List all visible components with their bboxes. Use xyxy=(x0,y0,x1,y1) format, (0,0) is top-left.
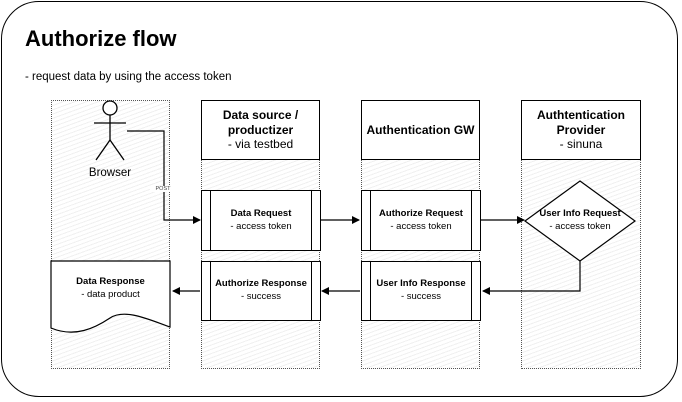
lane-title: Authentication GW xyxy=(366,122,475,137)
lane-title-line2: productizer xyxy=(227,122,294,137)
node-detail: - success xyxy=(240,291,282,302)
user-info-request-label: User Info Request - access token xyxy=(530,208,630,234)
lane-title-line1: Authtentication xyxy=(537,108,625,123)
lane-detail: - sinuna xyxy=(559,137,603,152)
data-request-box: Data Request - access token xyxy=(201,190,321,251)
node-detail: - access token xyxy=(230,220,292,232)
authorize-request-box: Authorize Request - access token xyxy=(361,190,481,251)
node-detail: - access token xyxy=(549,220,611,232)
diagram-title: Authorize flow xyxy=(25,26,177,51)
data-response-label: Data Response - data product xyxy=(51,276,170,302)
node-title: User Info Response xyxy=(376,278,466,290)
lane-header-auth-provider: Authtentication Provider - sinuna xyxy=(521,100,641,160)
lane-header-auth-gw: Authentication GW xyxy=(361,100,480,160)
node-detail: - access token xyxy=(390,220,452,232)
user-info-request-diamond xyxy=(523,180,637,262)
lane-title-line2: Provider xyxy=(556,122,606,137)
arrow-browser-to-data-request xyxy=(127,130,201,224)
lane-title-line1: Data source / xyxy=(222,108,299,123)
data-response-document-shape xyxy=(50,260,171,333)
node-detail: - success xyxy=(400,291,442,302)
user-info-response-box: User Info Response - success xyxy=(361,261,481,321)
node-title: Authorize Request xyxy=(379,207,463,219)
post-label: POST xyxy=(150,186,176,192)
node-title: User Info Request xyxy=(539,208,621,219)
lane-header-data-source: Data source / productizer - via testbed xyxy=(201,100,320,160)
browser-label: Browser xyxy=(88,167,132,179)
diagram-subtitle: - request data by using the access token xyxy=(25,71,232,83)
node-title: Data Request xyxy=(230,207,292,219)
browser-actor-icon xyxy=(94,100,126,161)
authorize-response-box: Authorize Response - success xyxy=(201,261,321,321)
arrow-user-info-request-to-response xyxy=(482,261,581,295)
lane-detail: - via testbed xyxy=(227,137,294,152)
node-detail: - data product xyxy=(81,288,140,300)
node-title: Authorize Response xyxy=(215,278,307,290)
node-title: Data Response xyxy=(76,276,145,287)
